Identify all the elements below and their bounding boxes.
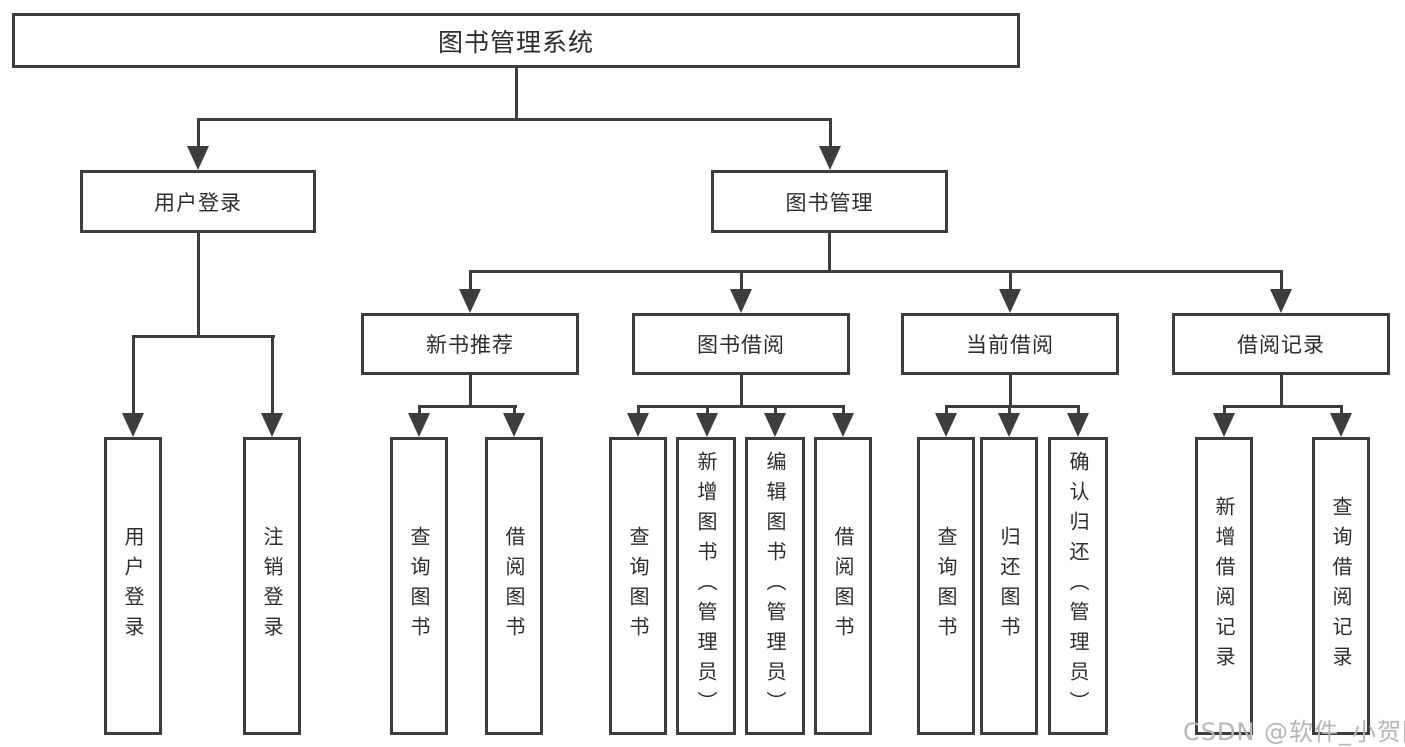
- connector-drop: [636, 405, 640, 415]
- node-book-management: 图书管理: [711, 170, 948, 233]
- watermark-text: CSDN @软件_小贺同: [1183, 718, 1405, 746]
- leaf-edit-books-admin: 编辑图书（管理员）: [745, 437, 805, 735]
- arrow-down-icon: [627, 413, 649, 437]
- connector-user-login-stem: [196, 233, 200, 337]
- arrow-down-icon: [122, 413, 144, 437]
- connector-records-branch: [1222, 405, 1343, 408]
- connector-drop: [1007, 405, 1011, 415]
- arrow-down-icon: [696, 413, 718, 437]
- connector-bookborrow-branch: [636, 405, 845, 408]
- leaf-add-borrow-record: 新增借阅记录: [1195, 437, 1253, 735]
- connector-drop: [512, 405, 516, 415]
- leaf-user-login: 用户登录: [104, 437, 162, 735]
- connector-drop: [1076, 405, 1080, 415]
- arrow-down-icon: [1213, 413, 1235, 437]
- arrow-down-icon: [832, 413, 854, 437]
- arrow-down-icon: [764, 413, 786, 437]
- leaf-label: 查询图书: [934, 526, 958, 646]
- connector-drop: [270, 335, 274, 415]
- arrow-down-icon: [1270, 289, 1292, 313]
- arrow-down-icon: [459, 289, 481, 313]
- connector-drop: [468, 270, 472, 291]
- leaf-label: 归还图书: [997, 526, 1021, 646]
- leaf-label: 确认归还（管理员）: [1066, 451, 1090, 721]
- connector-drop: [705, 405, 709, 415]
- node-label: 图书管理系统: [437, 27, 594, 57]
- arrow-down-icon: [408, 413, 430, 437]
- connector-user-login-branch: [131, 335, 275, 338]
- connector-drop: [944, 405, 948, 415]
- leaf-label: 借阅图书: [831, 526, 855, 646]
- connector-bookborrow-stem: [739, 375, 743, 407]
- connector-drop: [131, 335, 135, 415]
- leaf-label: 编辑图书（管理员）: [763, 451, 787, 721]
- node-label: 新书推荐: [426, 333, 514, 357]
- leaf-query-books-current: 查询图书: [917, 437, 975, 735]
- node-label: 当前借阅: [966, 333, 1054, 357]
- connector-currentborrow-stem: [1008, 375, 1012, 407]
- leaf-label: 注销登录: [260, 526, 284, 646]
- connector-drop: [1339, 405, 1343, 415]
- leaf-query-books-borrow: 查询图书: [609, 437, 667, 735]
- connector-drop: [417, 405, 421, 415]
- arrow-down-icon: [261, 413, 283, 437]
- leaf-label: 新增借阅记录: [1212, 496, 1236, 676]
- leaf-borrow-books: 借阅图书: [814, 437, 872, 735]
- node-library-management-system: 图书管理系统: [12, 13, 1020, 68]
- leaf-label: 查询借阅记录: [1329, 496, 1353, 676]
- connector-book-mgmt-drop: [828, 118, 832, 148]
- arrow-down-icon: [935, 413, 957, 437]
- leaf-return-books: 归还图书: [980, 437, 1038, 735]
- csdn-watermark: CSDN @软件_小贺同学: [1183, 712, 1405, 747]
- node-label: 图书借阅: [697, 333, 785, 357]
- node-label: 用户登录: [154, 190, 242, 215]
- leaf-label: 查询图书: [407, 526, 431, 646]
- leaf-query-books-newrec: 查询图书: [390, 437, 448, 735]
- leaf-label: 用户登录: [121, 526, 145, 646]
- leaf-add-books-admin: 新增图书（管理员）: [676, 437, 736, 735]
- arrow-down-icon: [1330, 413, 1352, 437]
- connector-user-login-drop: [196, 118, 200, 148]
- connector-records-stem: [1279, 375, 1283, 407]
- connector-drop: [773, 405, 777, 415]
- arrow-down-icon: [998, 413, 1020, 437]
- arrow-down-icon: [819, 146, 841, 170]
- node-label: 借阅记录: [1237, 333, 1325, 357]
- leaf-query-borrow-record: 查询借阅记录: [1312, 437, 1370, 735]
- connector-root-stem: [514, 68, 518, 121]
- leaf-label: 查询图书: [626, 526, 650, 646]
- arrow-down-icon: [999, 289, 1021, 313]
- node-label: 图书管理: [785, 190, 874, 215]
- connector-book-mgmt-stem: [828, 233, 831, 272]
- connector-currentborrow-branch: [944, 405, 1080, 408]
- connector-drop: [1222, 405, 1226, 415]
- connector-drop: [1279, 270, 1283, 291]
- connector-newrec-stem: [468, 375, 472, 407]
- leaf-borrow-books-newrec: 借阅图书: [485, 437, 543, 735]
- node-borrow-records: 借阅记录: [1172, 313, 1390, 375]
- connector-level3-branch: [468, 270, 1283, 273]
- node-user-login: 用户登录: [80, 170, 316, 233]
- connector-drop: [841, 405, 845, 415]
- node-current-borrow: 当前借阅: [901, 313, 1119, 375]
- node-new-book-recommend: 新书推荐: [361, 313, 579, 375]
- leaf-logout-login: 注销登录: [243, 437, 301, 735]
- connector-newrec-branch: [417, 405, 517, 408]
- leaf-confirm-return-admin: 确认归还（管理员）: [1048, 437, 1108, 735]
- leaf-label: 新增图书（管理员）: [694, 451, 718, 721]
- leaf-label: 借阅图书: [502, 526, 526, 646]
- arrow-down-icon: [187, 146, 209, 170]
- connector-drop: [739, 270, 743, 291]
- arrow-down-icon: [1067, 413, 1089, 437]
- connector-level2-branch: [196, 118, 832, 121]
- arrow-down-icon: [730, 289, 752, 313]
- arrow-down-icon: [503, 413, 525, 437]
- node-book-borrow: 图书借阅: [632, 313, 850, 375]
- connector-drop: [1008, 270, 1012, 291]
